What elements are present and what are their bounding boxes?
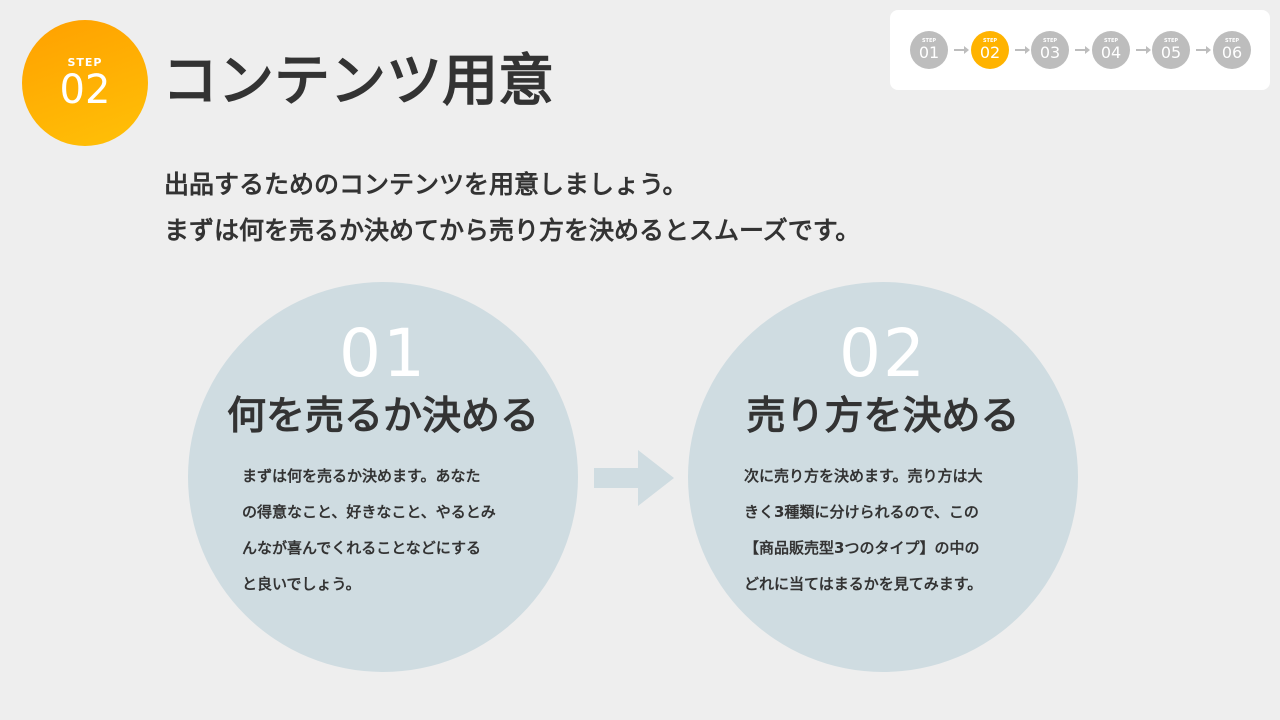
card-body-line: と良いでしょう。 <box>242 575 361 593</box>
progress-step-number: 06 <box>1221 43 1243 62</box>
card-number: 02 <box>839 315 927 392</box>
card-number: 01 <box>339 315 427 392</box>
progress-step-01[interactable]: STEP 01 <box>910 31 948 69</box>
arrow-right-icon <box>1015 46 1030 54</box>
page-title: コンテンツ用意 <box>162 49 554 114</box>
progress-step-label: STEP <box>1163 38 1179 44</box>
arrow-right-icon <box>1136 46 1151 54</box>
step-badge-number: 02 <box>59 67 111 113</box>
card-body-line: どれに当てはまるかを見てみます。 <box>744 575 983 593</box>
step-badge-label: STEP <box>67 56 103 69</box>
card-body-line: 次に売り方を決めます。売り方は大 <box>744 467 983 485</box>
progress-step-03[interactable]: STEP 03 <box>1031 31 1069 69</box>
progress-step-label: STEP <box>982 38 998 44</box>
card-body-line: まずは何を売るか決めます。あなた <box>242 467 481 485</box>
card-how-to-sell: 02 売り方を決める 次に売り方を決めます。売り方は大 きく3種類に分けられるの… <box>688 282 1078 672</box>
card-title: 何を売るか決める <box>226 394 539 439</box>
progress-step-number: 01 <box>918 43 940 62</box>
intro-line: まずは何を売るか決めてから売り方を決めるとスムーズです。 <box>164 216 861 245</box>
card-what-to-sell: 01 何を売るか決める まずは何を売るか決めます。あなた の得意なこと、好きなこ… <box>188 282 578 672</box>
progress-step-number: 05 <box>1160 43 1182 62</box>
progress-step-label: STEP <box>1042 38 1058 44</box>
card-body: まずは何を売るか決めます。あなた の得意なこと、好きなこと、やるとみ んなが喜ん… <box>242 458 532 602</box>
arrow-right-icon <box>954 46 969 54</box>
card-body-line: んなが喜んでくれることなどにする <box>242 539 481 557</box>
step-progress: STEP 01 STEP 02 STEP 03 STEP 04 STEP 05 … <box>890 10 1270 90</box>
progress-step-02[interactable]: STEP 02 <box>971 31 1009 69</box>
progress-step-05[interactable]: STEP 05 <box>1152 31 1190 69</box>
progress-step-number: 02 <box>979 43 1001 62</box>
progress-step-number: 03 <box>1039 43 1061 62</box>
intro-line: 出品するためのコンテンツを用意しましょう。 <box>164 170 688 199</box>
step-badge: STEP 02 <box>22 20 148 146</box>
progress-step-label: STEP <box>1224 38 1240 44</box>
arrow-right-icon <box>594 450 674 506</box>
card-body-line: きく3種類に分けられるので、この <box>744 503 979 521</box>
card-body-line: の得意なこと、好きなこと、やるとみ <box>242 503 496 521</box>
progress-step-label: STEP <box>921 38 937 44</box>
card-body: 次に売り方を決めます。売り方は大 きく3種類に分けられるので、この 【商品販売型… <box>744 458 1034 602</box>
progress-step-04[interactable]: STEP 04 <box>1092 31 1130 69</box>
progress-step-label: STEP <box>1103 38 1119 44</box>
progress-step-06[interactable]: STEP 06 <box>1213 31 1251 69</box>
card-body-line: 【商品販売型3つのタイプ】の中の <box>744 539 980 557</box>
intro-text: 出品するためのコンテンツを用意しましょう。 まずは何を売るか決めてから売り方を決… <box>164 162 860 254</box>
arrow-right-icon <box>1196 46 1211 54</box>
arrow-right-icon <box>1075 46 1090 54</box>
card-title: 売り方を決める <box>746 394 1020 439</box>
progress-step-number: 04 <box>1100 43 1122 62</box>
